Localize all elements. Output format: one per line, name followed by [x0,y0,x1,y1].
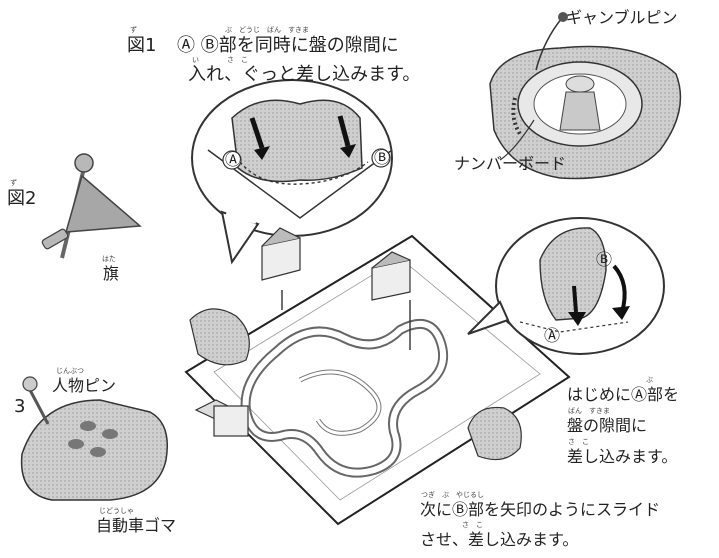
arrow-a [254,146,270,160]
fig1-line2-ruby: い さ こ [192,56,248,64]
arrow-b [340,144,356,158]
gamble-pin-label: ギャンブルピン [566,8,678,27]
person-pin-ruby: じんぶつ [56,367,84,375]
marker-b-right: Ⓑ [596,250,613,269]
car-ruby: じどうしゃ [99,507,134,515]
game-board [184,227,571,526]
fig1-label-ruby: ず [130,26,137,34]
fig1-line1: Ⓐ Ⓑ部を同時に盤の隙間に [177,35,399,56]
first-step-1: はじめにⒶ部を [567,385,680,404]
first-step-3: 差し込みます。 [567,447,678,466]
fig3-number: 3 [14,396,26,417]
first-step-1-ruby: ぶ [646,376,653,384]
number-board-label: ナンバーボード [454,154,567,173]
flag-illustration [41,153,142,259]
next-step-1: 次にⒷ部を矢印のようにスライド [420,500,661,519]
car-illustration [20,376,168,501]
house-left [261,237,301,281]
first-step-2: 盤の隙間に [567,416,648,435]
fig1-b-callout [467,217,665,355]
fig2-label: 図2 [7,188,37,209]
flag-ruby: はた [102,255,116,263]
fig1-line1-ruby: ぶ どうじ ばん すきま [225,26,309,34]
marker-b: Ⓑ [374,148,391,167]
first-step-3-ruby: さ こ [568,438,589,446]
fig1-label: 図1 [127,35,157,56]
flag-label: 旗 [103,264,120,283]
next-step-1-ruby: つぎ ぶ やじるし [421,491,484,499]
marker-a: Ⓐ [225,150,242,169]
fig1-line2: 入れ、ぐっと差し込みます。 [188,64,421,85]
fig1-callout [191,79,393,265]
next-step-2: させ、差し込みます。 [420,530,579,549]
number-board-illustration [489,12,682,180]
marker-a-right: Ⓐ [544,326,561,345]
fig2-label-ruby: ず [10,179,17,187]
car-label: 自動車ゴマ [96,516,177,535]
person-pin-label: 人物ピン [52,376,117,395]
rock-piece [231,99,363,183]
first-step-2-ruby: ばん すきま [568,407,610,415]
next-step-2-ruby: さ こ [462,521,483,529]
